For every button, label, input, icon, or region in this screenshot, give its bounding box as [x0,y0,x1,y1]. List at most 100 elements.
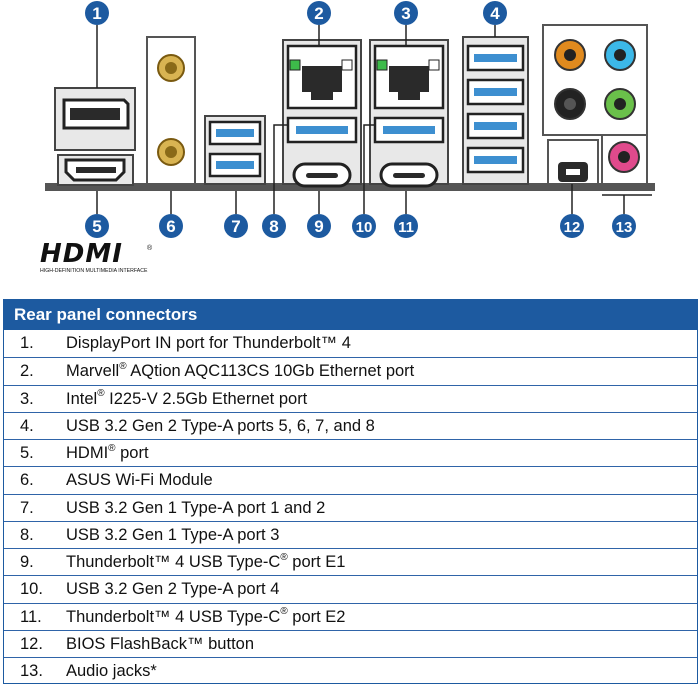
leader-lines [96,25,652,214]
row-text: ASUS Wi-Fi Module [66,471,213,490]
row-number: 2. [20,362,34,381]
callout-10: 10 [352,214,376,238]
row-number: 11. [20,607,42,626]
row-text: HDMI [66,444,109,462]
callout-3: 3 [394,1,418,25]
row-number: 4. [20,416,34,435]
table-row: 4. USB 3.2 Gen 2 Type-A ports 5, 6, 7, an… [4,411,697,439]
table-row: 7. USB 3.2 Gen 1 Type-A port 1 and 2 [4,493,697,521]
svg-text:13: 13 [616,219,633,236]
row-text: port E1 [287,553,346,571]
registered-mark: ® [119,360,127,372]
table-row: 13. Audio jacks* [4,657,697,684]
callout-8: 8 [262,214,286,238]
row-text: Marvell [66,362,120,381]
hdmi-logo: HDMI ® HIGH-DEFINITION MULTIMEDIA INTERF… [40,239,153,274]
table-title: Rear panel connectors [4,300,697,330]
row-text: Intel [66,389,98,408]
svg-text:5: 5 [92,217,101,236]
row-description: USB 3.2 Gen 1 Type-A port 1 and 2 [66,495,325,521]
row-text: USB 3.2 Gen 1 Type-A port 1 and 2 [66,498,326,517]
svg-text:12: 12 [564,219,581,236]
callout-7: 7 [224,214,248,238]
row-number: 9. [20,553,34,571]
displayport-port [54,87,136,151]
row-description: USB 3.2 Gen 1 Type-A port 3 [66,522,279,548]
bios-flashback-button [547,139,599,185]
io-shield-baseline [45,183,655,191]
row-number: 3. [20,389,34,408]
svg-text:9: 9 [314,217,323,236]
callout-1: 1 [85,1,109,25]
table-row: 9. Thunderbolt™ 4 USB Type-C® port E1 [4,548,697,575]
lan-2-5gb-column [369,39,449,188]
row-description: Audio jacks* [66,658,157,684]
hdmi-port [57,154,134,186]
row-text: port [115,444,149,462]
row-description: HDMI® port [66,440,149,466]
registered-mark: ® [280,551,288,563]
row-description: Marvell® AQtion AQC113CS 10Gb Ethernet p… [66,358,414,384]
rear-panel-connectors-table: Rear panel connectors 1.DisplayPort IN p… [3,299,698,684]
svg-text:®: ® [147,244,153,252]
audio-jack-panel [542,24,648,185]
svg-text:7: 7 [231,217,240,236]
row-number: 5. [20,444,34,462]
registered-mark: ® [97,388,105,399]
rear-panel-diagram: 1 2 3 4 5 6 7 8 9 10 11 12 13 HDMI ® HIG… [40,1,655,274]
svg-text:11: 11 [398,219,414,236]
table-row: 2. Marvell® AQtion AQC113CS 10Gb Ethernet… [4,357,697,384]
table-row: 6. ASUS Wi-Fi Module [4,466,697,493]
callout-12: 12 [560,214,584,238]
callout-11: 11 [394,214,418,238]
row-text: USB 3.2 Gen 1 Type-A port 3 [66,525,280,544]
table-row: 12. BIOS FlashBack™ button [4,629,697,657]
row-description: Thunderbolt™ 4 USB Type-C® port E1 [66,549,345,575]
svg-text:6: 6 [166,217,175,236]
row-text: Thunderbolt™ 4 USB Type-C [66,607,281,626]
row-description: ASUS Wi-Fi Module [66,467,213,493]
svg-text:3: 3 [401,4,410,23]
row-text: Thunderbolt™ 4 USB Type-C [66,553,281,571]
svg-text:10: 10 [356,219,373,236]
row-description: BIOS FlashBack™ button [66,631,254,657]
lan-10gb-column [282,39,362,188]
row-number: 8. [20,525,34,544]
svg-text:1: 1 [92,4,101,23]
row-text: AQtion AQC113CS 10Gb Ethernet port [126,362,415,381]
row-text: USB 3.2 Gen 2 Type-A ports 5, 6, 7, and … [66,416,375,435]
callout-5: 5 [85,214,109,238]
table-row: 3. Intel® I225-V 2.5Gb Ethernet port [4,384,697,412]
callout-4: 4 [483,1,507,25]
row-number: 6. [20,471,34,490]
svg-text:8: 8 [269,217,278,236]
callout-13: 13 [612,214,636,238]
callout-9: 9 [307,214,331,238]
svg-text:2: 2 [314,4,323,23]
row-description: USB 3.2 Gen 2 Type-A ports 5, 6, 7, and … [66,413,375,439]
svg-text:HIGH-DEFINITION MULTIMEDIA INT: HIGH-DEFINITION MULTIMEDIA INTERFACE [40,268,148,274]
row-text: Audio jacks* [66,662,157,680]
row-text: port E2 [287,607,346,626]
row-description: USB 3.2 Gen 2 Type-A port 4 [66,576,279,602]
row-description: DisplayPort IN port for Thunderbolt™ 4 [66,330,351,356]
row-text: BIOS FlashBack™ button [66,634,255,653]
svg-text:4: 4 [490,4,500,23]
table-row: 8. USB 3.2 Gen 1 Type-A port 3 [4,520,697,548]
row-text: I225-V 2.5Gb Ethernet port [104,389,308,408]
table-row: 1.DisplayPort IN port for Thunderbolt™ 4 [4,330,697,357]
usb-gen2-stack [462,36,529,185]
row-number: 13. [20,662,43,680]
row-description: Intel® I225-V 2.5Gb Ethernet port [66,386,307,412]
row-text: USB 3.2 Gen 2 Type-A port 4 [66,580,280,599]
table-row: 5. HDMI® port [4,439,697,466]
row-number: 10. [20,580,43,599]
table-row: 11.Thunderbolt™ 4 USB Type-C® port E2 [4,602,697,630]
row-number: 12. [20,634,43,653]
row-number: 7. [20,498,34,517]
row-text: DisplayPort IN port for Thunderbolt™ 4 [66,334,351,352]
callout-6: 6 [159,214,183,238]
registered-mark: ® [108,442,116,454]
table-row: 10. USB 3.2 Gen 2 Type-A port 4 [4,575,697,602]
wifi-module [146,36,196,185]
